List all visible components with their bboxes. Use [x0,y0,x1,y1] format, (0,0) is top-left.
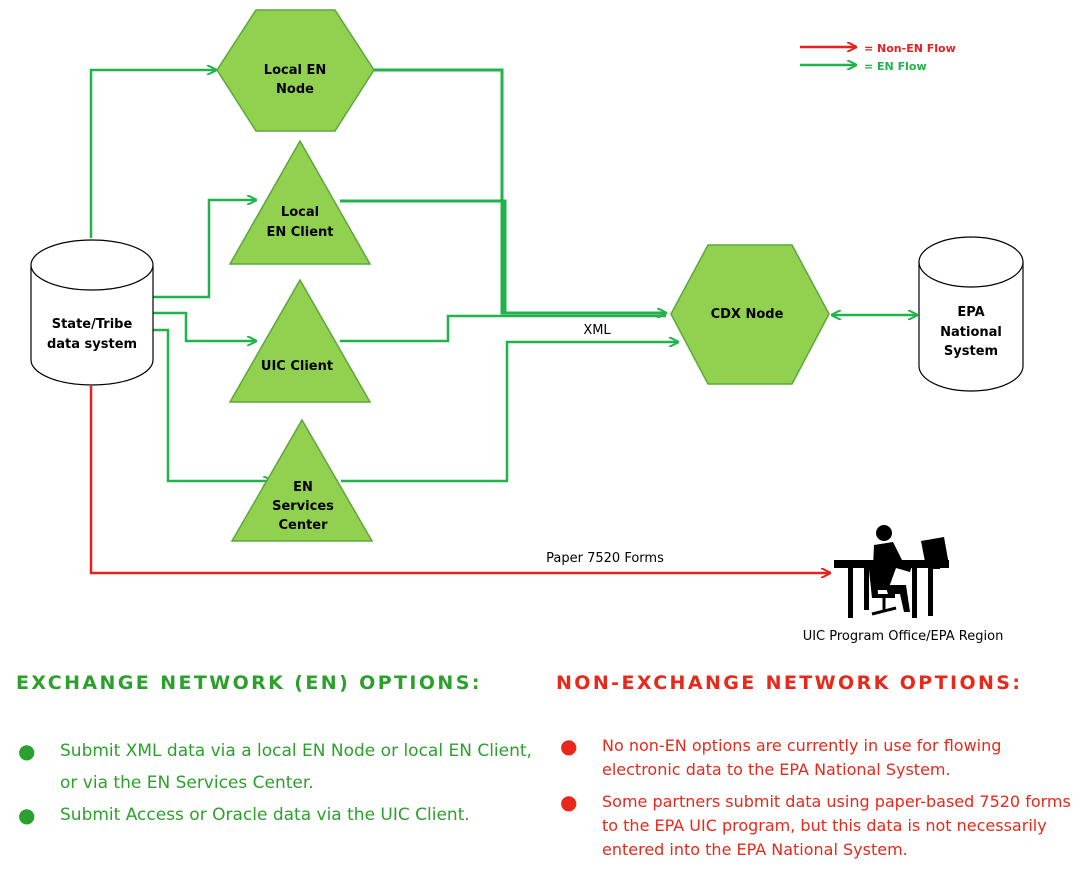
en-options-heading: EXCHANGE NETWORK (EN) OPTIONS: [16,672,482,694]
xml-label: XML [583,323,611,338]
bullet-icon: ● [18,739,36,763]
state-tribe-data-system: State/Tribe data system [30,239,154,386]
en-services-center: EN Services Center [230,418,374,542]
data-flow-diagram: = Non-EN Flow = EN Flow XML Paper 7520 F… [30,9,1024,644]
flow-local-node-to-cdx [374,68,666,313]
local-en-client-label-2: EN Client [266,225,333,240]
en-services-center-label-3: Center [278,518,328,533]
list-item: ● Submit Access or Oracle data via the U… [14,799,534,831]
non-en-options-heading: NON-EXCHANGE NETWORK OPTIONS: [556,672,1023,694]
flow-uic-client-to-cdx [340,314,666,343]
local-en-node: Local EN Node [216,9,375,132]
legend: = Non-EN Flow = EN Flow [800,42,956,73]
en-option-text: Submit Access or Oracle data via the UIC… [60,805,470,825]
state-tribe-label-2: data system [47,337,137,352]
bullet-icon: ● [560,734,578,758]
flow-local-client-to-cdx [340,199,507,313]
cdx-node-label: CDX Node [711,307,784,322]
flow-state-to-uic-client [153,311,256,341]
state-tribe-label-1: State/Tribe [52,317,133,332]
flow-state-to-local-node [89,70,216,238]
cdx-node: CDX Node [670,244,830,385]
non-en-option-text: Some partners submit data using paper-ba… [602,792,1071,859]
en-options-list: ● Submit XML data via a local EN Node or… [14,735,534,831]
list-item: ● No non-EN options are currently in use… [556,734,1076,782]
bullet-icon: ● [18,803,36,827]
paper-forms-label: Paper 7520 Forms [546,551,664,566]
epa-national-label-2: National [940,325,1002,340]
legend-en-label: = EN Flow [864,60,927,73]
epa-national-label-3: System [944,344,998,359]
list-item: ● Some partners submit data using paper-… [556,790,1076,862]
local-en-node-label-2: Node [276,82,314,97]
list-item: ● Submit XML data via a local EN Node or… [14,735,534,799]
uic-client-label: UIC Client [261,359,333,374]
flow-services-center-to-cdx [341,342,678,483]
non-en-options-list: ● No non-EN options are currently in use… [556,734,1076,870]
local-en-client-label-1: Local [281,205,319,220]
en-services-center-label-2: Services [272,499,334,514]
flow-state-to-local-client [153,200,256,299]
flow-paper-forms [89,386,830,573]
epa-national-system: EPA National System [918,236,1024,392]
en-option-text: Submit XML data via a local EN Node or l… [60,741,532,793]
en-services-center-label-1: EN [293,480,313,495]
flow-state-to-services-center [153,328,272,481]
bullet-icon: ● [560,790,578,814]
non-en-option-text: No non-EN options are currently in use f… [602,736,1002,779]
uic-program-office-label: UIC Program Office/EPA Region [803,629,1004,644]
en-flows [89,68,917,483]
uic-client: UIC Client [228,278,372,403]
local-en-client: Local EN Client [228,139,372,265]
local-en-node-label-1: Local EN [264,63,326,78]
legend-non-en-label: = Non-EN Flow [864,42,956,55]
person-at-desk-icon [834,525,949,618]
epa-national-label-1: EPA [957,305,984,320]
